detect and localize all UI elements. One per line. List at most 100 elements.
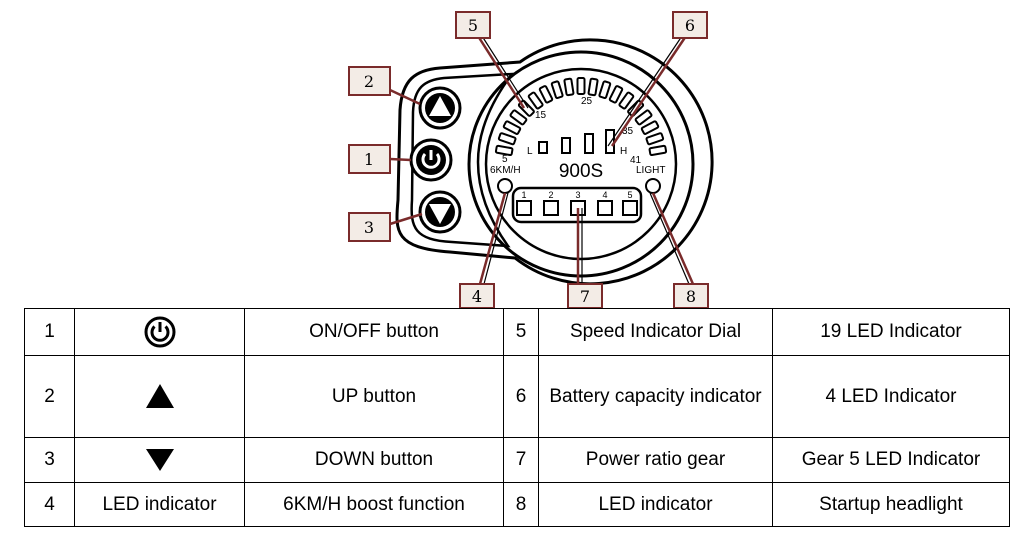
dial-outer-ring <box>467 50 695 278</box>
component-description: Startup headlight <box>772 482 1010 527</box>
row-number: 8 <box>503 482 539 527</box>
speed-led-segment <box>527 91 544 110</box>
light-label: LIGHT <box>636 165 665 176</box>
power-icon <box>144 316 175 348</box>
speed-led-segment <box>494 144 514 157</box>
speed-led-arc <box>494 77 668 157</box>
function-description: 6KM/H boost function <box>244 482 504 527</box>
speed-led-segment <box>645 132 665 146</box>
callout-3: 3 <box>348 212 391 242</box>
power-button[interactable] <box>409 138 453 182</box>
button-pod-inner <box>410 72 515 248</box>
speed-led-segment <box>640 120 660 135</box>
speed-led-segment <box>509 109 528 126</box>
gear-number-1: 1 <box>521 190 526 200</box>
row-number: 5 <box>503 308 539 356</box>
speed-led-segment <box>648 144 668 157</box>
svg-text:2: 2 <box>364 72 374 91</box>
speed-led-segment <box>576 77 586 95</box>
speed-led-segment <box>618 91 635 110</box>
speed-tick-41: 41 <box>630 155 642 166</box>
table-row: 3 DOWN button 7 Power ratio gear Gear 5 … <box>24 437 1010 483</box>
speed-led-segment <box>608 85 624 104</box>
power-icon <box>421 153 441 169</box>
up-triangle-icon <box>429 96 451 116</box>
speed-led-segment <box>563 77 575 97</box>
table-row: 1 ON/OFF button 5 Speed Indicator Dial 1… <box>24 308 1010 356</box>
component-name: Speed Indicator Dial <box>538 308 773 356</box>
symbol-cell <box>74 437 245 483</box>
row-number: 1 <box>24 308 75 356</box>
up-button[interactable] <box>418 86 462 130</box>
callout-2: 2 <box>348 66 391 96</box>
callout-4: 4 <box>459 283 495 309</box>
function-description: DOWN button <box>244 437 504 483</box>
component-name: LED indicator <box>538 482 773 527</box>
row-number: 4 <box>24 482 75 527</box>
svg-text:5: 5 <box>468 16 478 35</box>
display-diagram: 5 15 25 35 41 L H 900S 6KM/H LIGHT 1 2 3… <box>348 11 714 309</box>
svg-text:1: 1 <box>364 150 374 169</box>
gear-led <box>622 200 638 216</box>
speed-led-segment <box>598 80 612 100</box>
callout-8: 8 <box>673 283 709 309</box>
gear-number-4: 4 <box>602 190 607 200</box>
symbol-cell <box>74 308 245 356</box>
row-number: 7 <box>503 437 539 483</box>
function-description: UP button <box>244 355 504 438</box>
callout-1: 1 <box>348 144 391 174</box>
speed-led-segment <box>502 120 522 135</box>
table-row: 4 LED indicator 6KM/H boost function 8 L… <box>24 482 1010 527</box>
battery-low-label: L <box>527 146 533 157</box>
model-name: 900S <box>559 161 603 182</box>
symbol-cell: LED indicator <box>74 482 245 527</box>
speed-tick-25: 25 <box>581 96 593 107</box>
component-name: Power ratio gear <box>538 437 773 483</box>
battery-bars <box>538 129 615 154</box>
light-led <box>645 178 661 194</box>
callout-5: 5 <box>455 11 491 39</box>
component-description: 4 LED Indicator <box>772 355 1010 438</box>
leader-lines <box>389 35 695 285</box>
speed-led-segment <box>550 80 564 100</box>
speed-led-segment <box>497 132 517 146</box>
component-description: 19 LED Indicator <box>772 308 1010 356</box>
gear-number-5: 5 <box>627 190 632 200</box>
battery-high-label: H <box>620 146 627 157</box>
gear-number-2: 2 <box>548 190 553 200</box>
spec-table: 1 ON/OFF button 5 Speed Indicator Dial 1… <box>24 308 1010 527</box>
component-name: Battery capacity indicator <box>538 355 773 438</box>
row-number: 6 <box>503 355 539 438</box>
speed-led-segment <box>587 77 599 97</box>
speed-tick-35: 35 <box>622 126 634 137</box>
svg-text:7: 7 <box>580 287 590 306</box>
gear-number-3: 3 <box>575 190 580 200</box>
boost-label: 6KM/H <box>490 165 521 176</box>
dial-inner-ring <box>484 67 678 261</box>
speed-tick-5: 5 <box>502 154 508 165</box>
up-triangle-icon <box>145 384 174 409</box>
svg-text:6: 6 <box>685 16 695 35</box>
svg-text:8: 8 <box>686 287 696 306</box>
boost-led <box>497 178 513 194</box>
row-number: 3 <box>24 437 75 483</box>
function-description: ON/OFF button <box>244 308 504 356</box>
speed-tick-15: 15 <box>535 110 547 121</box>
svg-text:4: 4 <box>472 287 482 306</box>
callout-7: 7 <box>567 283 603 309</box>
gear-led <box>516 200 532 216</box>
down-triangle-icon <box>145 448 174 471</box>
display-housing <box>395 38 714 286</box>
table-row: 2 UP button 6 Battery capacity indicator… <box>24 355 1010 438</box>
gear-led <box>543 200 559 216</box>
callout-6: 6 <box>672 11 708 39</box>
row-number: 2 <box>24 355 75 438</box>
down-button[interactable] <box>418 190 462 234</box>
component-description: Gear 5 LED Indicator <box>772 437 1010 483</box>
symbol-cell <box>74 355 245 438</box>
svg-text:3: 3 <box>364 218 374 237</box>
gear-led-row <box>516 200 638 216</box>
speed-led-segment <box>634 109 653 126</box>
leader-lines-inner <box>481 35 690 285</box>
gear-led <box>597 200 613 216</box>
